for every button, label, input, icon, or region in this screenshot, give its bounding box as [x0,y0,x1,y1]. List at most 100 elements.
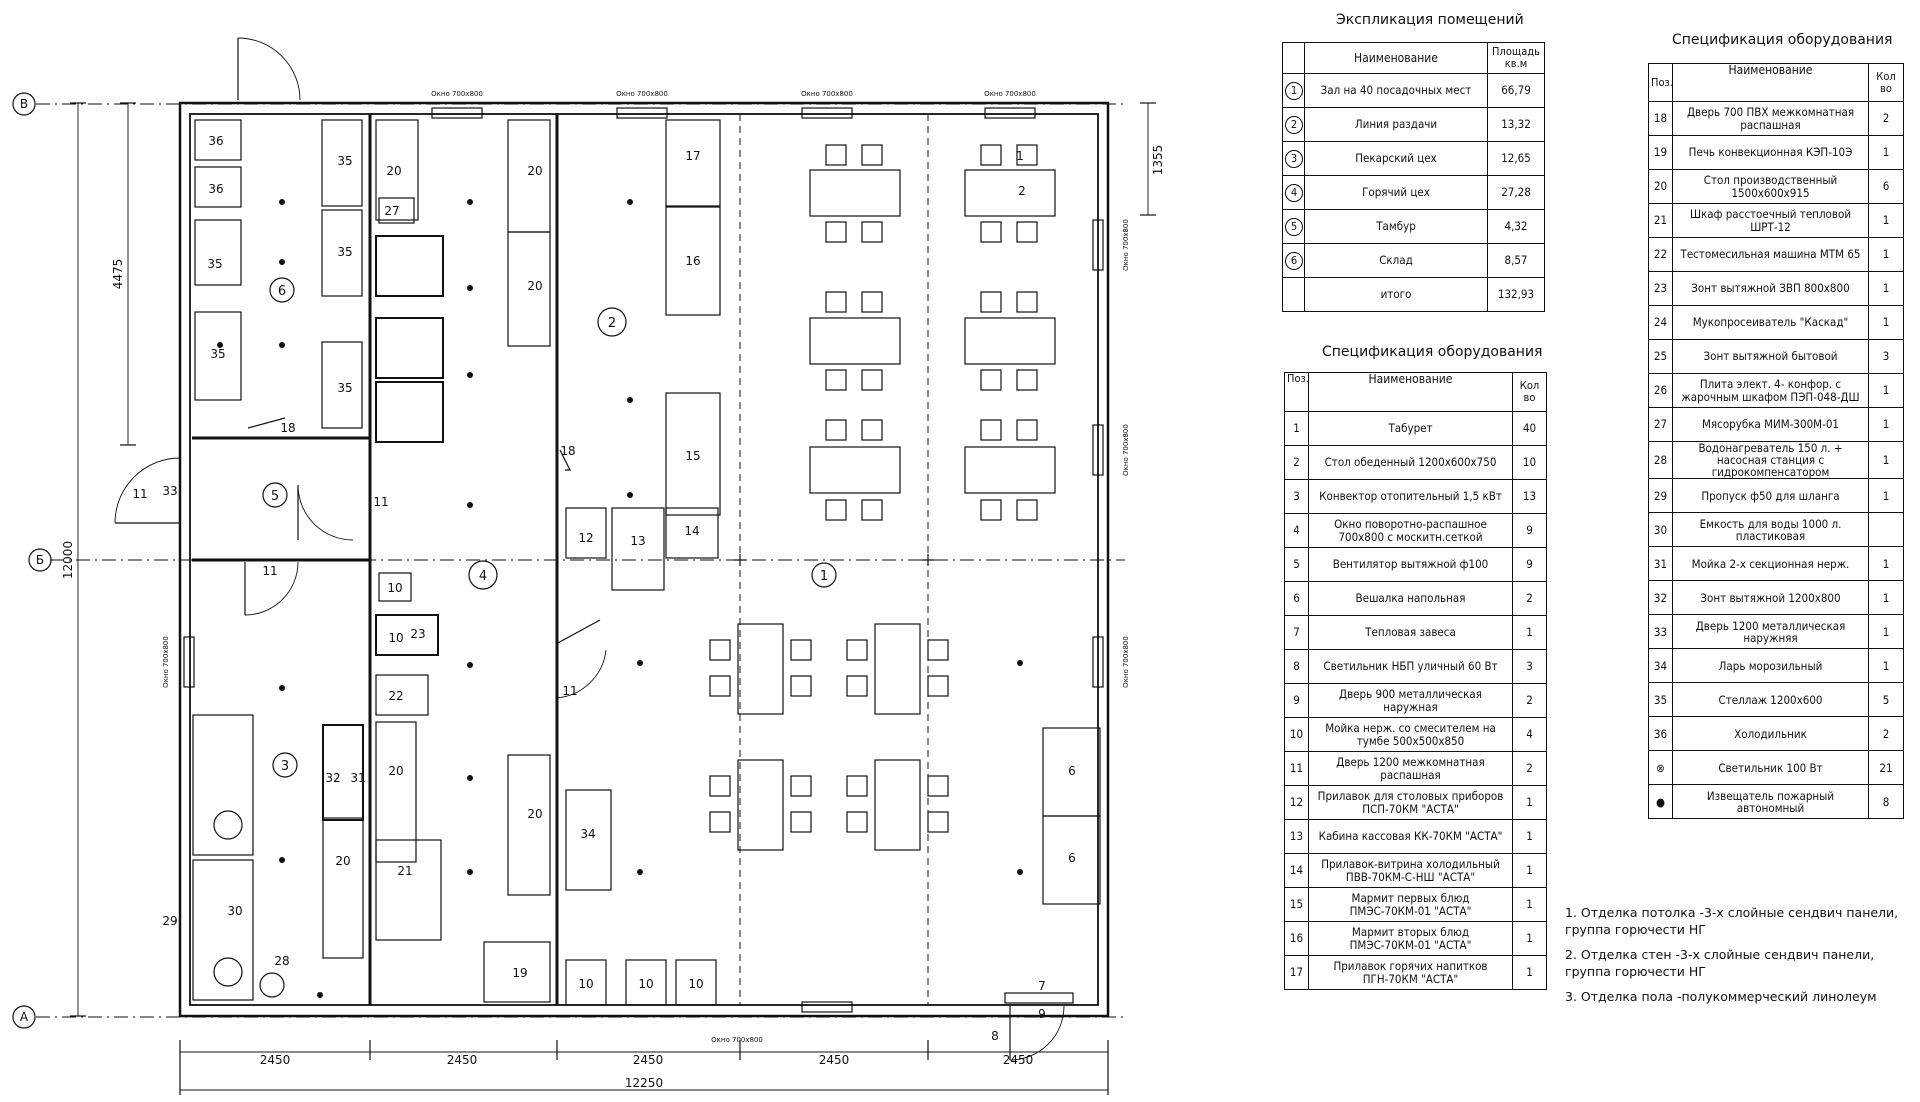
item-no: 8 [1284,649,1309,684]
notes: 1. Отделка потолка -3-х слойные сендвич … [1565,905,1905,1013]
item-qty: 1 [1512,921,1547,956]
spec1-header-qty: Кол во [1512,372,1547,412]
item-no: 12 [1284,785,1309,820]
equip-label: 7 [1038,979,1046,993]
equip-label: 30 [227,904,242,918]
item-no: 18 [1648,101,1673,136]
item-name: Вешалка напольная [1308,581,1513,616]
equip-label: 11 [132,487,147,501]
item-no: 5 [1284,547,1309,582]
total-label: итого [1304,277,1488,312]
item-no: 36 [1648,716,1673,752]
item-qty: 21 [1868,750,1904,786]
item-qty: 1 [1868,135,1904,170]
item-qty: 1 [1512,785,1547,820]
item-qty: 2 [1868,101,1904,136]
equip-label: 27 [384,204,399,218]
item-name: Тепловая завеса [1308,615,1513,650]
equip-label: 31 [350,771,365,785]
room-marker-3: 3 [281,759,289,774]
dim-right-upper: 1355 [1151,145,1165,176]
room-name: Тамбур [1304,209,1488,244]
room-number: 5 [1285,217,1303,236]
item-name: Мясорубка МИМ-300М-01 [1672,407,1869,442]
item-qty: 1 [1512,955,1547,990]
item-qty: 2 [1512,683,1547,718]
item-qty: 1 [1868,271,1904,306]
item-qty: 1 [1868,440,1904,480]
item-name: Печь конвекционная КЭП-10Э [1672,135,1869,170]
item-name: Мармит первых блюд ПМЭС-70КМ-01 "АСТА" [1308,887,1513,922]
item-no: 17 [1284,955,1309,990]
item-name: Прилавок горячих напитков ПГН-70КМ "АСТА… [1308,955,1513,990]
item-name: Ларь морозильный [1672,648,1869,684]
equip-label: 20 [335,854,350,868]
window-label: Окно 700х800 [162,636,170,688]
item-name: Шкаф расстоечный тепловой ШРТ-12 [1672,203,1869,238]
equip-label: 10 [578,977,593,991]
item-qty: 1 [1868,546,1904,582]
equip-label: 6 [1068,764,1076,778]
item-no: 21 [1648,203,1673,238]
item-no: 28 [1648,440,1673,480]
equip-label: 20 [386,164,401,178]
item-qty: 1 [1868,648,1904,684]
item-name: Мукопросеиватель "Каскад" [1672,305,1869,340]
item-no: 14 [1284,853,1309,888]
lamp-symbol-icon: ⊗ [1656,760,1665,775]
item-no: 3 [1284,479,1309,514]
equip-label: 20 [388,764,403,778]
equip-label: 36 [208,134,223,148]
item-qty [1868,512,1904,548]
spec2-title: Спецификация оборудования [1672,32,1893,48]
item-qty: 1 [1868,203,1904,238]
item-qty: 1 [1868,580,1904,616]
room-name: Линия раздачи [1304,107,1488,142]
room-marker-6: 6 [278,284,286,299]
equip-label: 17 [685,149,700,163]
item-name: Зонт вытяжной бытовой [1672,339,1869,374]
item-no: 23 [1648,271,1673,306]
equip-label: 10 [387,581,402,595]
item-qty: 6 [1868,169,1904,204]
item-qty: 8 [1868,784,1904,820]
item-no: 30 [1648,512,1673,548]
equip-label: 21 [397,864,412,878]
item-name: Водонагреватель 150 л. + насосная станци… [1672,440,1869,480]
room-area: 27,28 [1487,175,1545,210]
item-no: 25 [1648,339,1673,374]
item-no: 7 [1284,615,1309,650]
spec1-title: Спецификация оборудования [1322,344,1543,360]
item-no: 19 [1648,135,1673,170]
equip-label: 18 [280,421,295,435]
axis-middle-label: Б [36,553,44,567]
item-qty: 13 [1512,479,1547,514]
item-no: 35 [1648,682,1673,718]
item-name: Окно поворотно-распашное 700х800 с моски… [1308,513,1513,548]
equip-label: 35 [337,154,352,168]
item-qty: 3 [1512,649,1547,684]
item-name: Дверь 1200 металлическая наружняя [1672,614,1869,650]
window-label: Окно 700х800 [801,90,853,98]
item-qty: 1 [1512,887,1547,922]
item-no: 15 [1284,887,1309,922]
item-qty: 2 [1512,581,1547,616]
item-qty: 1 [1868,305,1904,340]
equip-label: 11 [562,684,577,698]
item-name: Емкость для воды 1000 л. пластиковая [1672,512,1869,548]
item-name: Зонт вытяжной 1200х800 [1672,580,1869,616]
room-area: 66,79 [1487,73,1545,108]
explication-header-area: Площадь кв.м [1487,42,1545,74]
window-label: Окно 700х800 [1122,424,1130,476]
item-no: 20 [1648,169,1673,204]
room-area: 4,32 [1487,209,1545,244]
item-qty: 1 [1868,478,1904,514]
explication-title: Экспликация помещений [1336,12,1524,28]
axis-top-label: В [20,97,28,111]
room-marker-2: 2 [608,316,616,331]
equip-label: 10 [688,977,703,991]
room-marker-4: 4 [479,569,487,584]
equip-label: 32 [325,771,340,785]
item-no: 29 [1648,478,1673,514]
room-name: Пекарский цех [1304,141,1488,176]
